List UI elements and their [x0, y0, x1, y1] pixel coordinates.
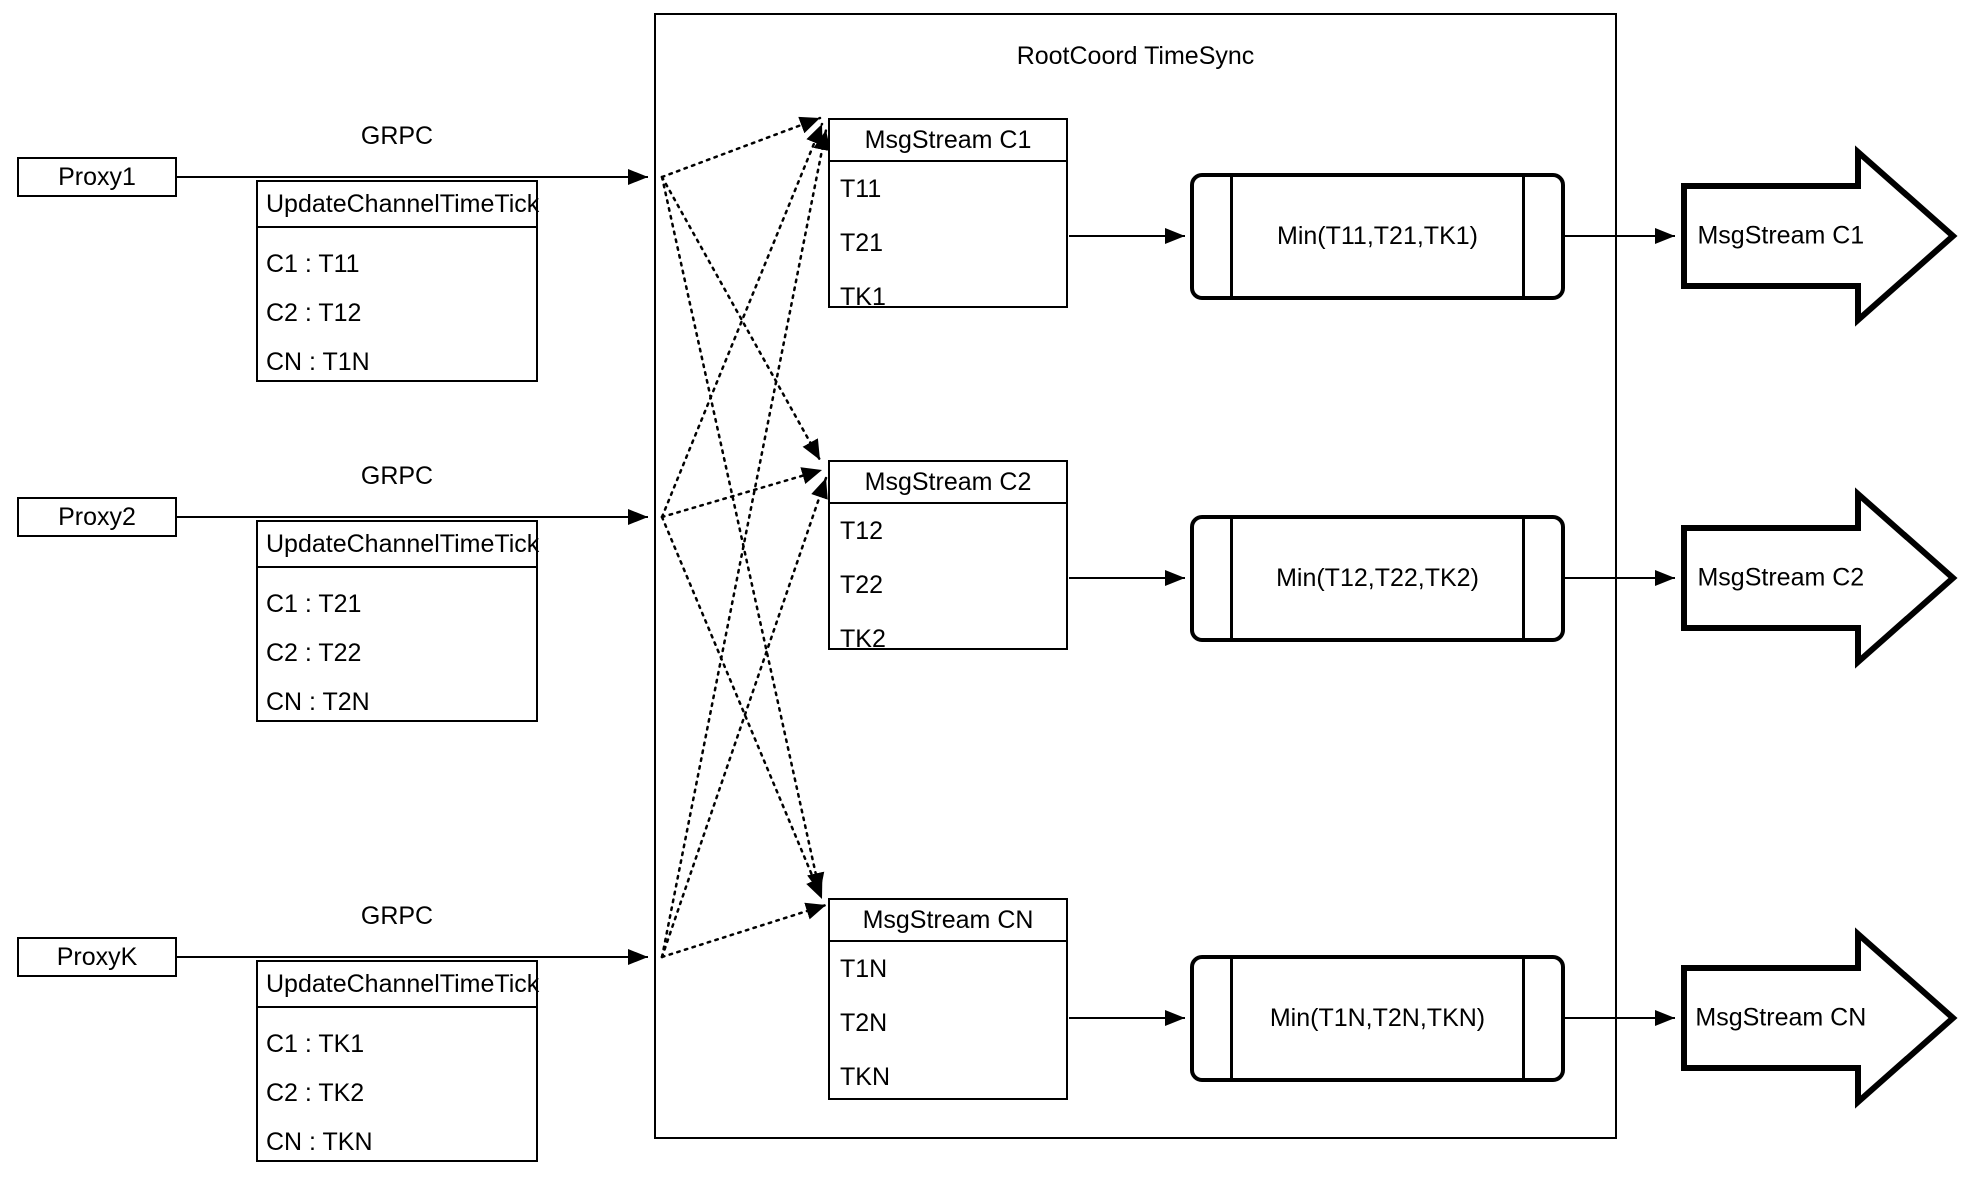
output-arrow-label-3: MsgStream CN	[1684, 968, 1953, 1068]
msgstream-entry: TKN	[840, 1063, 890, 1091]
msgstream-entry: T1N	[840, 955, 888, 983]
min-process-box-1: Min(T11,T21,TK1)	[1190, 173, 1565, 300]
uct-entry: C2 : T12	[266, 299, 362, 327]
output-label-3: MsgStream CN	[1695, 1003, 1867, 1032]
msgstream-entry: T11	[840, 175, 882, 203]
msgstream-title-2: MsgStream C2	[830, 462, 1066, 504]
msgstream-box-1: MsgStream C1 T11 T21 TK1	[828, 118, 1068, 311]
msgstream-title-1: MsgStream C1	[830, 120, 1066, 162]
min-label-1: Min(T11,T21,TK1)	[1277, 222, 1478, 250]
uct-title-1: UpdateChannelTimeTick	[258, 182, 539, 228]
uct-entry: CN : TKN	[266, 1128, 373, 1156]
proxy-box-3[interactable]: ProxyK	[17, 937, 177, 977]
msgstream-body-1: T11 T21 TK1	[830, 162, 1066, 324]
output-label-1: MsgStream C1	[1697, 221, 1865, 250]
output-arrow-label-1: MsgStream C1	[1684, 186, 1953, 286]
msgstream-body-3: T1N T2N TKN	[830, 942, 1066, 1104]
grpc-label-3: GRPC	[360, 902, 434, 930]
uct-entry: C2 : T22	[266, 639, 362, 667]
grpc-label-2: GRPC	[360, 462, 434, 490]
msgstream-title-3: MsgStream CN	[830, 900, 1066, 942]
min-process-box-3: Min(T1N,T2N,TKN)	[1190, 955, 1565, 1082]
proxy-box-2[interactable]: Proxy2	[17, 497, 177, 537]
uct-body-3: C1 : TK1 C2 : TK2 CN : TKN	[258, 1008, 536, 1167]
msgstream-entry: T2N	[840, 1009, 888, 1037]
subroutine-bar-right	[1522, 518, 1525, 639]
uct-body-2: C1 : T21 C2 : T22 CN : T2N	[258, 568, 536, 727]
uct-title-2: UpdateChannelTimeTick	[258, 522, 539, 568]
uct-entry: C1 : T11	[266, 250, 360, 278]
min-label-2: Min(T12,T22,TK2)	[1276, 564, 1479, 592]
msgstream-entry: T22	[840, 571, 884, 599]
msgstream-entry: TK1	[840, 283, 886, 311]
msgstream-entry: TK2	[840, 625, 886, 653]
msgstream-entry: T12	[840, 517, 884, 545]
uct-entry: C1 : T21	[266, 590, 362, 618]
msgstream-box-3: MsgStream CN T1N T2N TKN	[828, 898, 1068, 1100]
msgstream-entry: T21	[840, 229, 884, 257]
subroutine-bar-left	[1230, 518, 1233, 639]
uct-entry: CN : T2N	[266, 688, 370, 716]
msgstream-box-2: MsgStream C2 T12 T22 TK2	[828, 460, 1068, 653]
subroutine-bar-left	[1230, 176, 1233, 297]
uct-entry: CN : T1N	[266, 348, 370, 376]
update-channel-timetick-box-1: UpdateChannelTimeTick C1 : T11 C2 : T12 …	[256, 180, 539, 382]
subroutine-bar-right	[1522, 176, 1525, 297]
grpc-label-1: GRPC	[360, 122, 434, 150]
update-channel-timetick-box-2: UpdateChannelTimeTick C1 : T21 C2 : T22 …	[256, 520, 539, 722]
uct-entry: C1 : TK1	[266, 1030, 365, 1058]
uct-body-1: C1 : T11 C2 : T12 CN : T1N	[258, 228, 536, 387]
uct-title-3: UpdateChannelTimeTick	[258, 962, 539, 1008]
subroutine-bar-left	[1230, 958, 1233, 1079]
proxy-box-1[interactable]: Proxy1	[17, 157, 177, 197]
subroutine-bar-right	[1522, 958, 1525, 1079]
msgstream-body-2: T12 T22 TK2	[830, 504, 1066, 666]
rootcoord-timesync-title: RootCoord TimeSync	[1016, 42, 1255, 70]
rootcoord-timesync-container	[654, 13, 1617, 1139]
output-arrow-label-2: MsgStream C2	[1684, 528, 1953, 628]
min-label-3: Min(T1N,T2N,TKN)	[1269, 1004, 1486, 1032]
uct-entry: C2 : TK2	[266, 1079, 365, 1107]
update-channel-timetick-box-3: UpdateChannelTimeTick C1 : TK1 C2 : TK2 …	[256, 960, 539, 1162]
min-process-box-2: Min(T12,T22,TK2)	[1190, 515, 1565, 642]
output-label-2: MsgStream C2	[1697, 563, 1865, 592]
